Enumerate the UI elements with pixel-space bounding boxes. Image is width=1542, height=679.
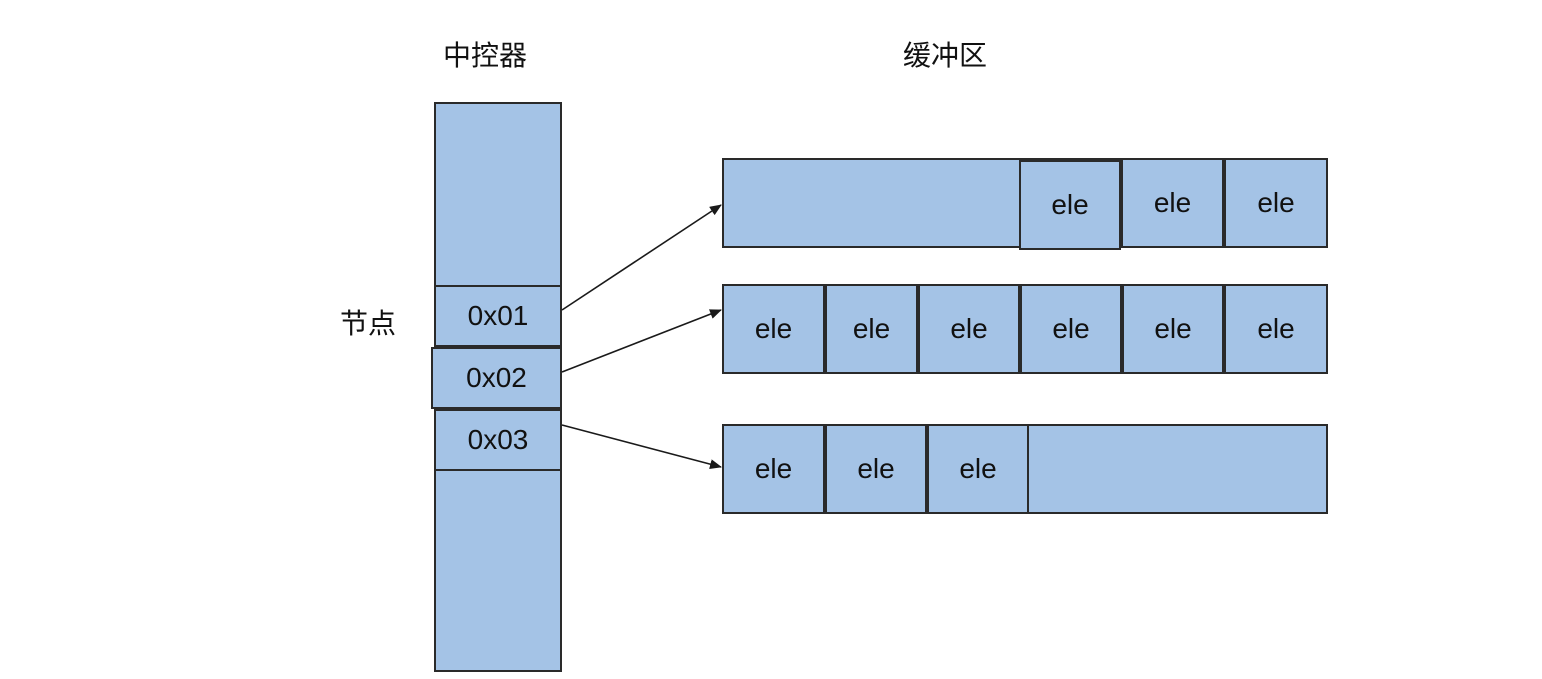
buffer-row-2-element: ele: [918, 284, 1020, 374]
node-0x03: 0x03: [434, 409, 562, 471]
arrow-0x03-to-row-3: [561, 424, 722, 470]
buffer-row-1-element: ele: [1019, 160, 1121, 250]
arrow-0x01-to-row-1: [561, 204, 722, 311]
buffer-row-2-element: ele: [1224, 284, 1328, 374]
buffer-row-1-element: ele: [1224, 158, 1328, 248]
buffer-row-2-element: ele: [1122, 284, 1224, 374]
node-0x02: 0x02: [431, 347, 562, 409]
controller-title: 中控器: [443, 39, 528, 72]
buffer-row-2-element: ele: [1020, 284, 1122, 374]
node-0x01: 0x01: [434, 285, 562, 347]
node-label: 节点: [340, 307, 397, 340]
buffer-row-2-element: ele: [825, 284, 918, 374]
buffer-title: 缓冲区: [903, 39, 988, 72]
buffer-row-2-element: ele: [722, 284, 825, 374]
buffer-row-1-element: ele: [1121, 158, 1224, 248]
arrow-0x02-to-row-2: [561, 309, 722, 373]
buffer-row-3-element: ele: [927, 424, 1029, 514]
buffer-row-3-element: ele: [722, 424, 825, 514]
buffer-row-3-element: ele: [825, 424, 927, 514]
